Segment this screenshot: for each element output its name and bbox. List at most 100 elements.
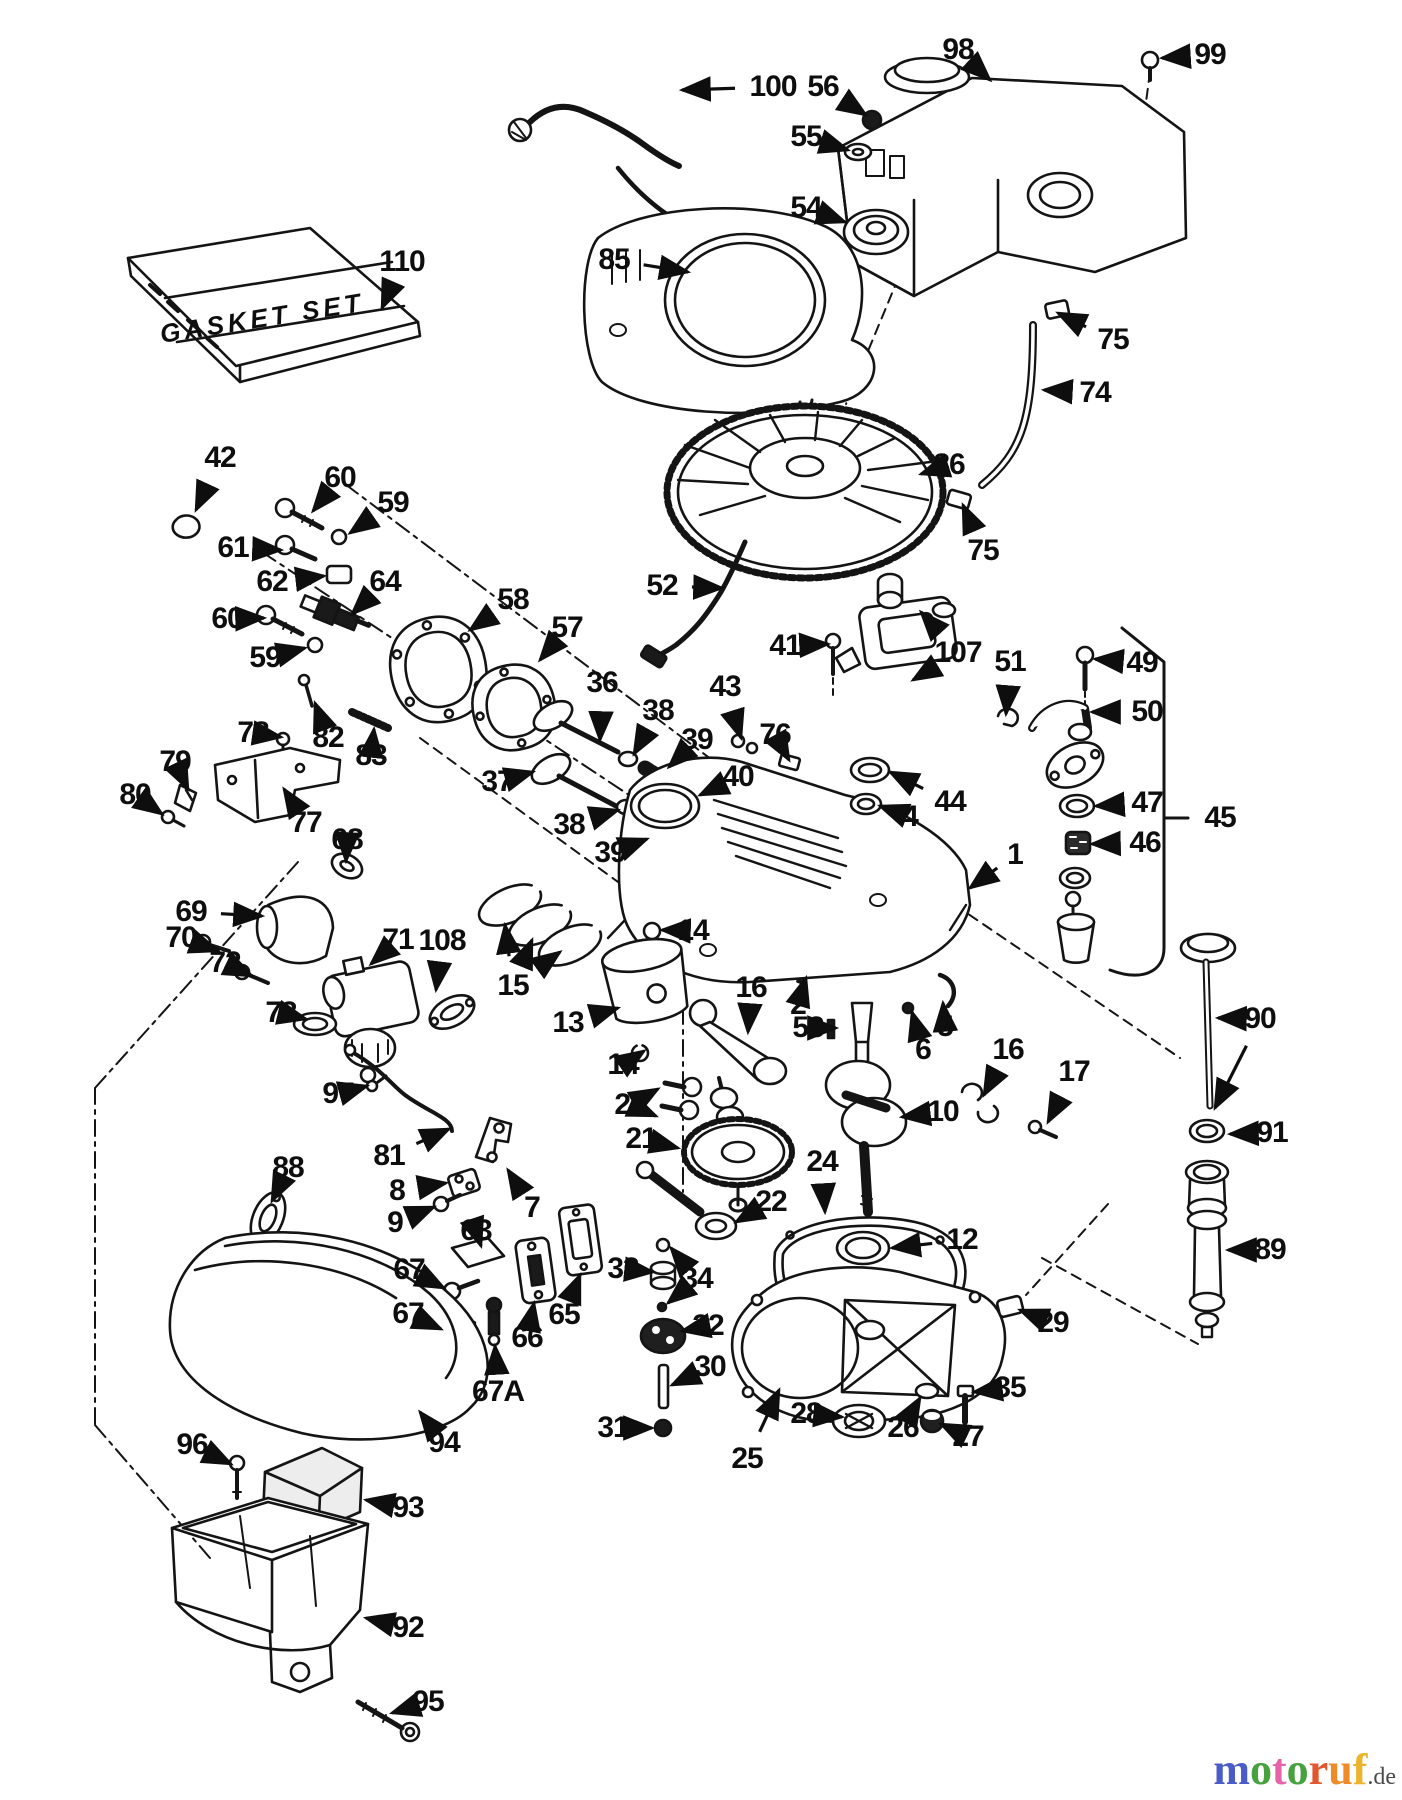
part-label-59: 59 [377, 486, 409, 519]
part-label-16: 16 [992, 1033, 1024, 1066]
part-label-59: 59 [249, 641, 281, 674]
part-label-72: 72 [209, 946, 241, 979]
part-label-32: 32 [692, 1309, 724, 1342]
sump-hardware [833, 1384, 973, 1437]
part-label-25: 25 [731, 1442, 763, 1475]
part-label-108: 108 [418, 924, 466, 957]
part-label-52: 52 [646, 569, 678, 602]
part-label-74: 74 [1079, 376, 1111, 409]
part-label-65: 65 [548, 1298, 580, 1331]
watermark-letter: r [1308, 1745, 1329, 1794]
watermark-letter: o [1250, 1745, 1273, 1794]
part-label-64: 64 [369, 565, 401, 598]
governor-gear-parts [641, 1239, 685, 1436]
piston-and-rings [473, 876, 1056, 1137]
part-label-80: 80 [119, 778, 151, 811]
part-label-34: 34 [681, 1262, 713, 1295]
head-gaskets [380, 607, 564, 759]
part-label-36: 36 [586, 666, 618, 699]
part-label-13: 13 [552, 1006, 584, 1039]
part-label-88: 88 [272, 1151, 304, 1184]
part-label-31: 31 [597, 1411, 629, 1444]
part-label-28: 28 [790, 1397, 822, 1430]
part-label-47: 47 [1131, 786, 1163, 819]
part-label-9: 9 [387, 1206, 404, 1239]
part-label-26: 26 [887, 1411, 919, 1444]
watermark-letter: m [1213, 1745, 1251, 1794]
part-label-5: 5 [937, 1010, 954, 1043]
part-label-53: 53 [792, 1011, 824, 1044]
part-label-4: 4 [902, 800, 919, 833]
part-label-45: 45 [1204, 801, 1236, 834]
part-label-50: 50 [1131, 695, 1163, 728]
part-label-97: 97 [322, 1077, 354, 1110]
part-label-17: 17 [1058, 1055, 1090, 1088]
part-label-37: 37 [481, 765, 513, 798]
part-label-15: 15 [497, 969, 529, 1002]
part-label-79: 79 [159, 745, 191, 778]
part-label-51: 51 [994, 645, 1026, 678]
part-label-42: 42 [204, 441, 236, 474]
part-label-76: 76 [759, 718, 791, 751]
watermark-letter: t [1272, 1745, 1287, 1794]
dipstick-and-fill-tube [1181, 934, 1235, 1337]
part-label-60: 60 [324, 461, 356, 494]
part-label-73: 73 [265, 996, 297, 1029]
part-label-40: 40 [722, 760, 754, 793]
part-label-110: 110 [379, 245, 425, 278]
part-label-75: 75 [1097, 323, 1129, 356]
part-label-56: 56 [807, 70, 839, 103]
valve-lifter [637, 1162, 736, 1239]
part-label-10: 10 [927, 1095, 959, 1128]
part-label-49: 49 [1126, 646, 1158, 679]
part-label-39: 39 [681, 723, 713, 756]
part-label-21: 21 [625, 1122, 657, 1155]
part-label-99: 99 [1194, 38, 1226, 71]
watermark-letter: o [1286, 1745, 1309, 1794]
part-label-77: 77 [290, 806, 322, 839]
watermark-letter: f [1352, 1745, 1368, 1794]
gasket-set-book [128, 228, 420, 382]
part-label-100: 100 [749, 70, 797, 103]
part-label-61: 61 [217, 531, 249, 564]
part-label-38: 38 [553, 808, 585, 841]
watermark-letter: u [1328, 1745, 1353, 1794]
part-label-33: 33 [607, 1252, 639, 1285]
part-label-90: 90 [1244, 1002, 1276, 1035]
part-label-67: 67 [392, 1297, 424, 1330]
part-label-7: 7 [524, 1191, 541, 1224]
part-label-67A: 67A [471, 1375, 525, 1408]
part-label-63: 63 [460, 1214, 492, 1247]
watermark-logo: motoruf.de [1213, 1748, 1396, 1792]
part-label-89: 89 [1254, 1233, 1286, 1266]
part-label-12: 12 [946, 1223, 978, 1256]
part-label-95: 95 [412, 1685, 444, 1718]
part-label-30: 30 [694, 1350, 726, 1383]
part-label-92: 92 [392, 1611, 424, 1644]
part-label-82: 82 [312, 721, 344, 754]
part-label-41: 41 [769, 629, 801, 662]
part-label-1: 1 [1007, 838, 1024, 871]
part-label-57: 57 [551, 611, 583, 644]
part-label-46: 46 [1129, 826, 1161, 859]
part-label-70: 70 [165, 921, 197, 954]
part-label-14: 14 [607, 1048, 639, 1081]
governor-air-vane [162, 675, 388, 826]
part-label-94: 94 [428, 1426, 460, 1459]
part-label-2: 2 [790, 988, 807, 1021]
part-label-55: 55 [790, 120, 822, 153]
part-label-75: 75 [967, 534, 999, 567]
part-label-96: 96 [176, 1428, 208, 1461]
part-label-8: 8 [389, 1174, 406, 1207]
spark-plug-wire [640, 542, 745, 668]
part-label-81: 81 [373, 1139, 405, 1172]
part-label-38: 38 [642, 694, 674, 727]
part-label-29: 29 [1037, 1306, 1069, 1339]
part-label-93: 93 [392, 1491, 424, 1524]
part-label-39: 39 [594, 836, 626, 869]
part-label-71: 71 [382, 923, 414, 956]
part-label-16: 16 [735, 971, 767, 1004]
part-label-22: 22 [755, 1185, 787, 1218]
